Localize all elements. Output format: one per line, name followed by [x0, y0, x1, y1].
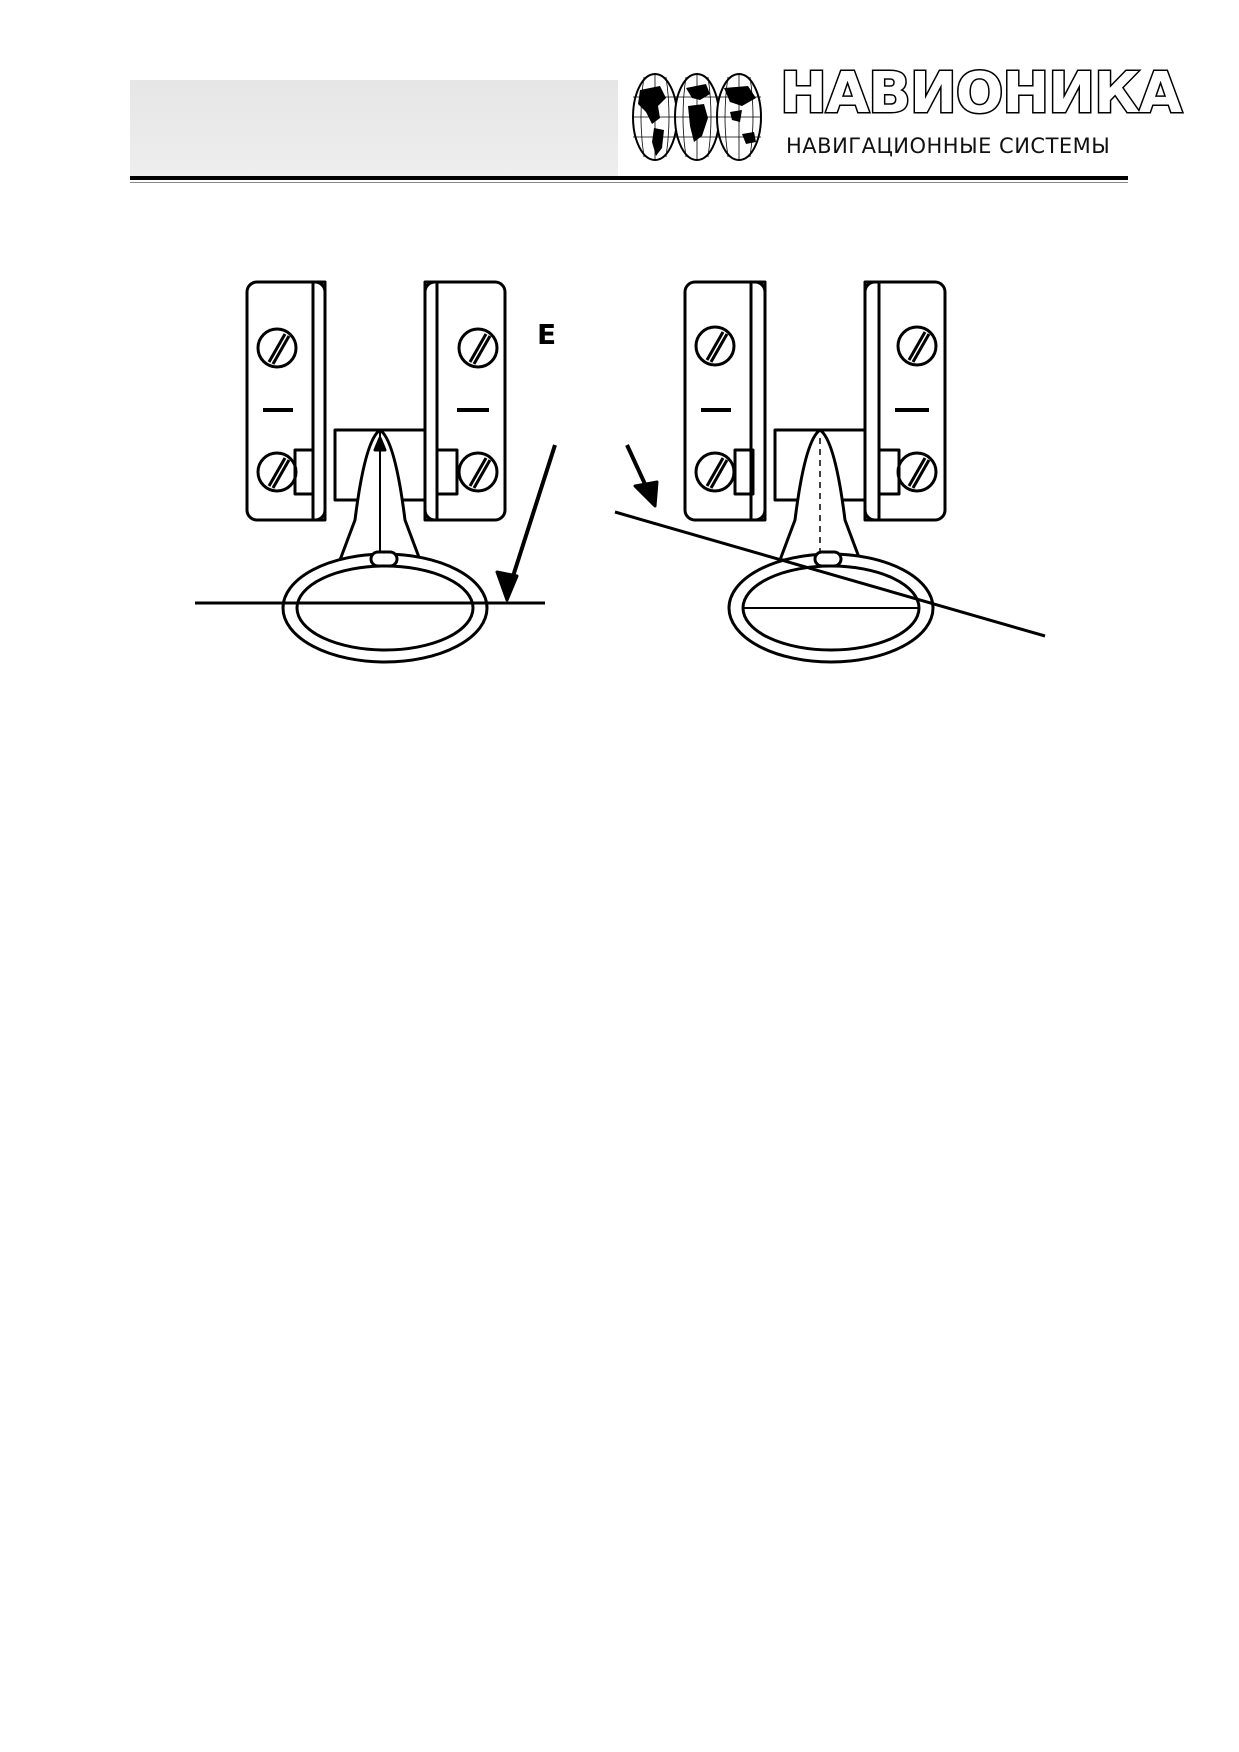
left-transducer-assembly — [195, 280, 557, 664]
brand-tagline: НАВИГАЦИОННЫЕ СИСТЕМЫ — [786, 134, 1111, 158]
world-globes-icon — [632, 73, 762, 161]
brand-logo: НАВИОНИКА НАВИГАЦИОННЫЕ СИСТЕМЫ — [630, 64, 1184, 166]
header-band — [130, 80, 618, 177]
right-transducer-assembly — [614, 280, 1046, 664]
brand-name: НАВИОНИКА — [778, 61, 1183, 126]
transducer-diagram — [195, 280, 1046, 664]
figure-label: E — [537, 318, 557, 351]
transducer-mounting-figure: E — [195, 270, 1055, 670]
header-divider-thin — [130, 182, 1128, 183]
header-divider — [130, 176, 1128, 180]
